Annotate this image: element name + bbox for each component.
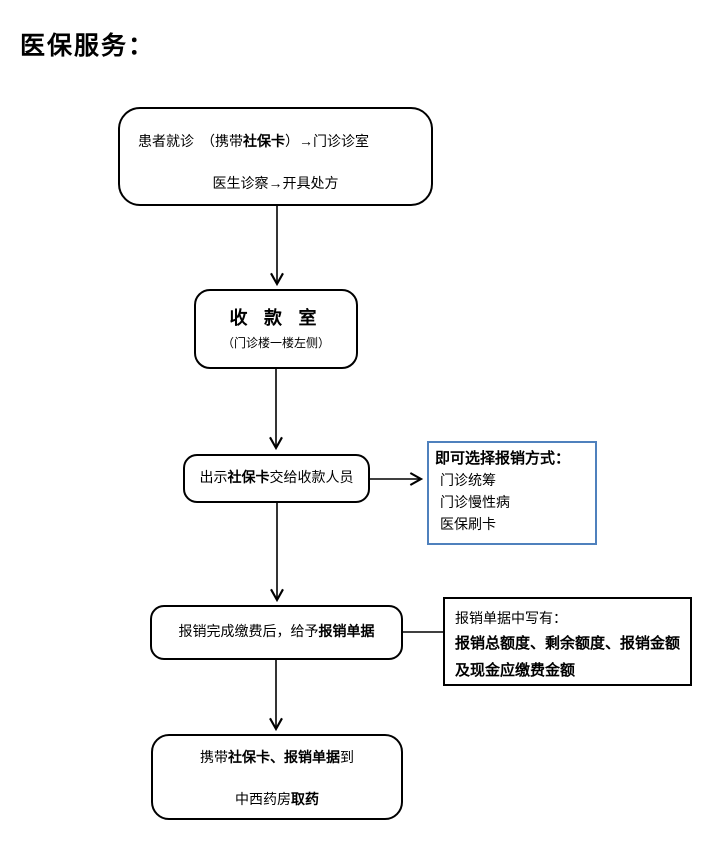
step-patient-visit-line2: 医生诊察→开具处方 [212,177,339,192]
callout-reimburse-options-header: 即可选择报销方式： [435,451,571,467]
callout-reimburse-options: 即可选择报销方式： 门诊统筹 门诊慢性病 医保刷卡 [427,441,597,545]
step-receipt: 报销完成缴费后，给予报销单据 [150,605,403,660]
step-patient-visit-line1: 患者就诊 （携带社保卡）→门诊诊室 [138,135,369,150]
step-show-card: 出示社保卡交给收款人员 [183,454,370,503]
callout-receipt-line3: 及现金应缴费金额 [455,662,576,679]
step-show-card-text: 出示社保卡交给收款人员 [199,470,354,486]
step-pharmacy: 携带社保卡、报销单据到 中西药房取药 [151,734,403,820]
callout-receipt-line1: 报销单据中写有： [455,612,567,627]
callout-receipt-contents: 报销单据中写有： 报销总额度、剩余额度、报销金额 及现金应缴费金额 [443,597,692,686]
step-patient-visit: 患者就诊 （携带社保卡）→门诊诊室 医生诊察→开具处方 [118,107,433,206]
step-cashier-title: 收 款 室 [229,308,323,328]
reimburse-option-1: 门诊统筹 [440,474,496,489]
callout-receipt-line2: 报销总额度、剩余额度、报销金额 [455,636,681,652]
step-cashier-location: （门诊楼一楼左侧） [221,336,330,350]
step-pharmacy-line1: 携带社保卡、报销单据到 [200,751,354,766]
step-pharmacy-line2: 中西药房取药 [235,793,319,808]
step-cashier-office: 收 款 室 （门诊楼一楼左侧） [194,289,358,369]
step-receipt-text: 报销完成缴费后，给予报销单据 [178,624,375,640]
page-title: 医保服务： [20,33,156,60]
reimburse-option-3: 医保刷卡 [440,518,496,533]
reimburse-option-2: 门诊慢性病 [440,496,510,511]
